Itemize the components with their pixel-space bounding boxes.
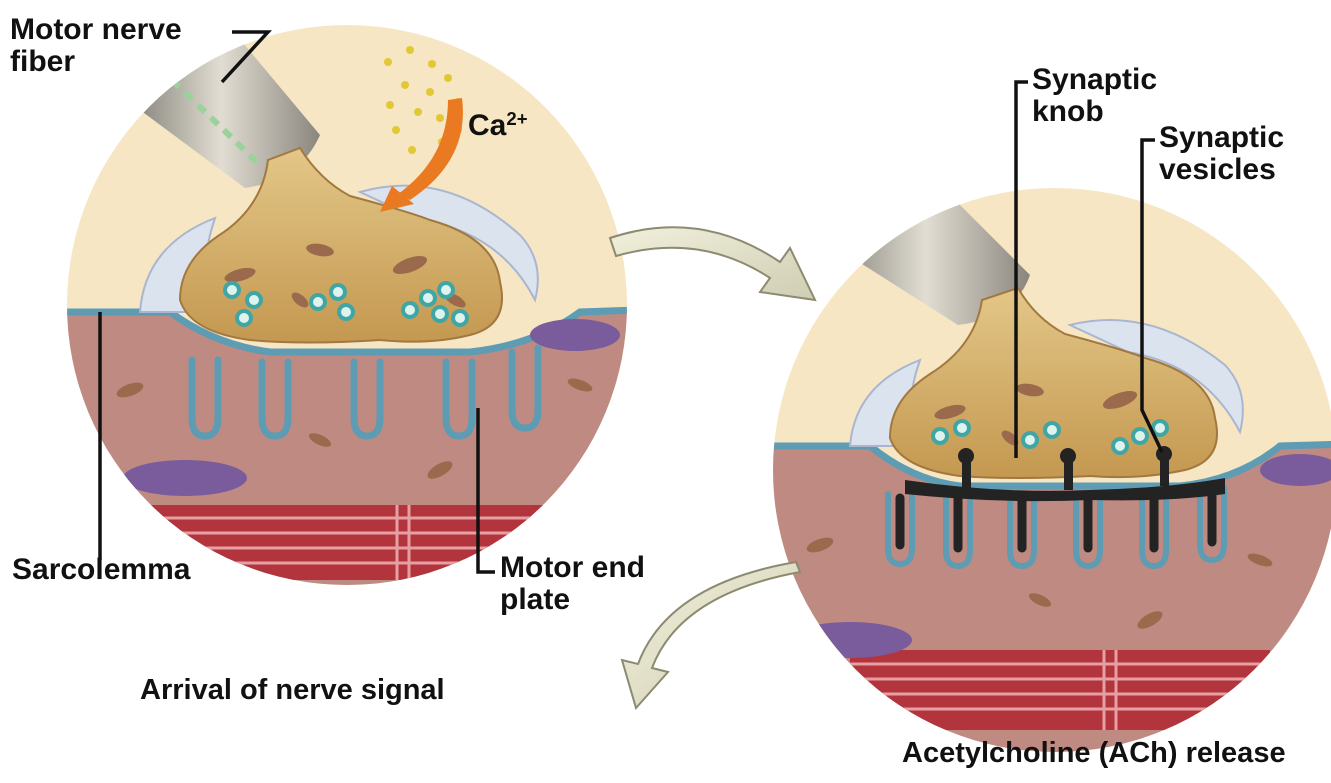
label-motor-end-plate-line2: plate <box>500 584 645 616</box>
label-synaptic-vesicles: Synaptic vesicles <box>1159 122 1284 187</box>
caption-arrival-of-nerve-signal: Arrival of nerve signal <box>140 675 445 706</box>
label-synaptic-vesicles-line1: Synaptic <box>1159 122 1284 154</box>
label-motor-nerve-fiber-line2: fiber <box>10 46 182 78</box>
label-calcium-symbol: Ca <box>468 109 506 142</box>
label-synaptic-knob: Synaptic knob <box>1032 64 1157 129</box>
label-motor-nerve-fiber: Motor nerve fiber <box>10 14 182 79</box>
muscle-nucleus <box>530 319 620 351</box>
muscle-nucleus <box>788 622 912 658</box>
label-sarcolemma: Sarcolemma <box>12 554 190 586</box>
panel-arrival-of-nerve-signal <box>60 20 640 600</box>
label-synaptic-vesicles-line2: vesicles <box>1159 154 1284 186</box>
myofibril <box>140 505 560 580</box>
myofibril <box>850 650 1270 730</box>
label-motor-end-plate-line1: Motor end <box>500 552 645 584</box>
caption-acetylcholine-release: Acetylcholine (ACh) release <box>902 738 1286 769</box>
label-calcium-charge: 2+ <box>506 108 527 129</box>
label-motor-end-plate: Motor end plate <box>500 552 645 617</box>
label-synaptic-knob-line2: knob <box>1032 96 1157 128</box>
panel-acetylcholine-release <box>760 180 1331 760</box>
label-calcium-ion: Ca2+ <box>468 110 528 142</box>
label-synaptic-knob-line1: Synaptic <box>1032 64 1157 96</box>
curved-arrow-down-left-icon <box>622 562 800 708</box>
label-motor-nerve-fiber-line1: Motor nerve <box>10 14 182 46</box>
curved-arrow-right-icon <box>610 227 815 300</box>
muscle-nucleus <box>123 460 247 496</box>
